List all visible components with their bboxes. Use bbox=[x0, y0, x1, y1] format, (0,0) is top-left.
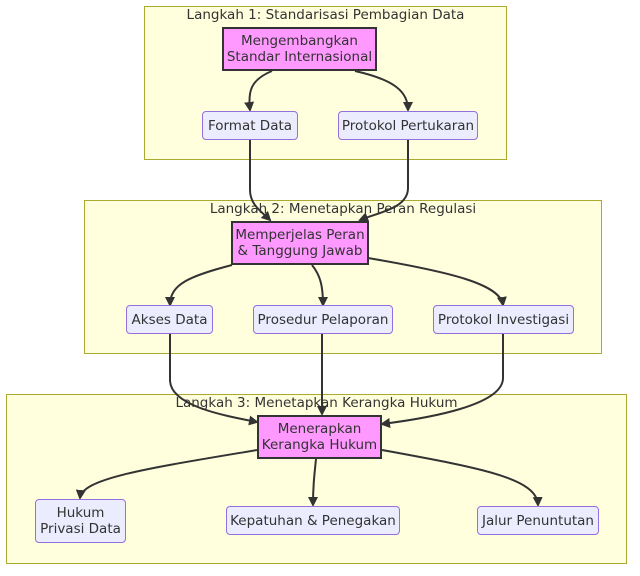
node-privacy-law-label: Hukum Privasi Data bbox=[40, 505, 121, 537]
node-exchange-protocol-label: Protokol Pertukaran bbox=[341, 117, 475, 134]
node-data-format: Format Data bbox=[202, 111, 298, 140]
node-clarify-roles-label: Memperjelas Peran & Tanggung Jawab bbox=[235, 227, 365, 259]
node-develop-standards: Mengembangkan Standar Internasional bbox=[222, 27, 377, 71]
node-compliance-enforcement-label: Kepatuhan & Penegakan bbox=[230, 512, 396, 529]
node-reporting-procedure: Prosedur Pelaporan bbox=[253, 305, 393, 334]
node-privacy-law: Hukum Privasi Data bbox=[35, 499, 126, 543]
node-apply-framework: Menerapkan Kerangka Hukum bbox=[257, 415, 382, 459]
node-investigation-protocol: Protokol Investigasi bbox=[433, 305, 574, 334]
node-reporting-procedure-label: Prosedur Pelaporan bbox=[257, 311, 389, 328]
node-data-access-label: Akses Data bbox=[131, 311, 208, 328]
node-data-access: Akses Data bbox=[126, 305, 213, 334]
node-compliance-enforcement: Kepatuhan & Penegakan bbox=[226, 506, 400, 535]
node-exchange-protocol: Protokol Pertukaran bbox=[338, 111, 478, 140]
cluster-step-3-title: Langkah 3: Menetapkan Kerangka Hukum bbox=[175, 395, 458, 411]
node-prosecution-path: Jalur Penuntutan bbox=[477, 506, 599, 535]
node-clarify-roles: Memperjelas Peran & Tanggung Jawab bbox=[231, 221, 369, 265]
node-data-format-label: Format Data bbox=[207, 117, 293, 134]
cluster-step-2-title: Langkah 2: Menetapkan Peran Regulasi bbox=[209, 201, 477, 217]
node-apply-framework-label: Menerapkan Kerangka Hukum bbox=[261, 421, 378, 453]
node-investigation-protocol-label: Protokol Investigasi bbox=[437, 311, 570, 328]
cluster-step-1-title: Langkah 1: Standarisasi Pembagian Data bbox=[186, 7, 465, 23]
node-prosecution-path-label: Jalur Penuntutan bbox=[481, 512, 594, 529]
node-develop-standards-label: Mengembangkan Standar Internasional bbox=[226, 33, 373, 65]
